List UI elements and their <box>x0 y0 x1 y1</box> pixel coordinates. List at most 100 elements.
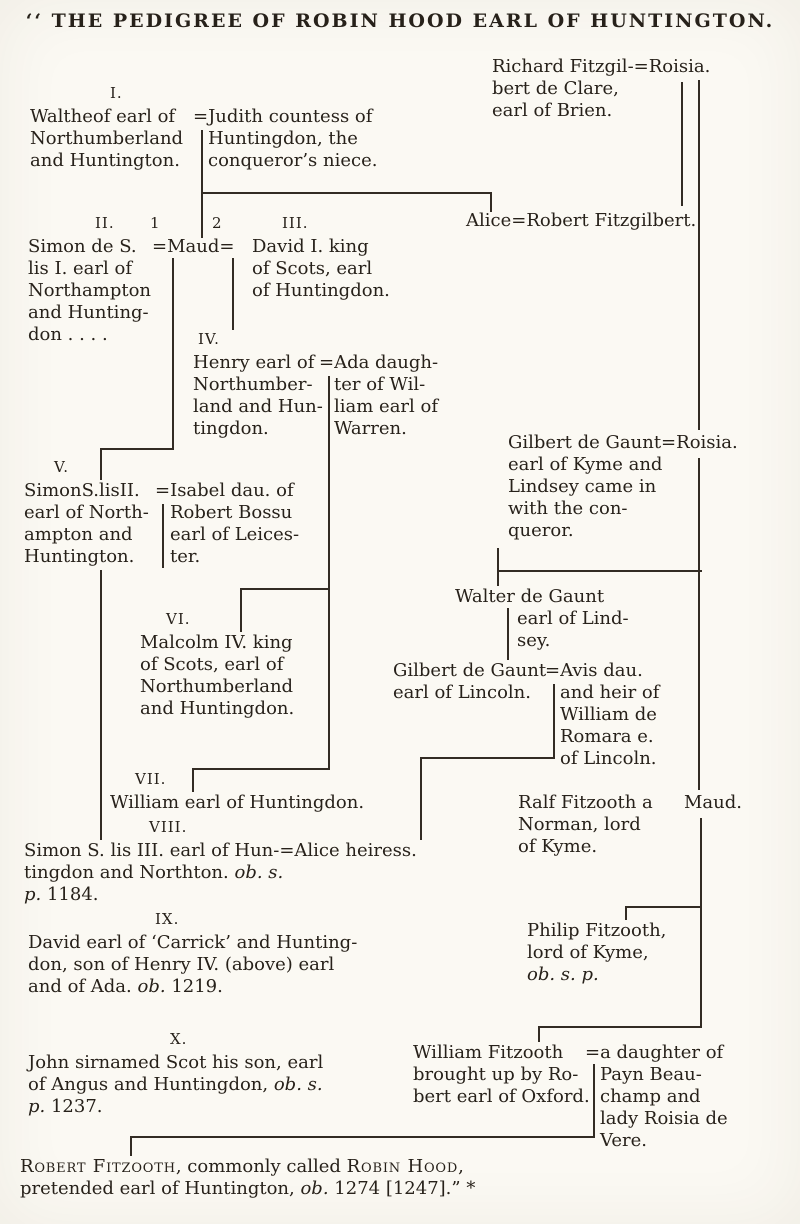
numeral-x: X. <box>170 1030 188 1048</box>
line-gaunt-descent-to-walter <box>497 548 499 586</box>
text-line: of Scots, earl <box>252 258 373 279</box>
text-line: ampton and <box>24 524 133 545</box>
text-line: bert de Clare, <box>492 78 619 99</box>
text-line: p. 1184. <box>24 884 417 906</box>
text-line: of Lincoln. <box>560 748 657 769</box>
text-line: earl of Lincoln. <box>393 682 531 703</box>
text-line: of Huntingdon. <box>252 280 390 301</box>
entry-daughter-of-payn-beauchamp: =a daughter of Payn Beau- champ and lady… <box>585 1042 728 1152</box>
entry-william-fitzooth: William Fitzooth brought up by Ro- bert … <box>413 1042 590 1108</box>
text-line: Alice=Robert Fitzgilbert. <box>466 210 697 231</box>
text-line: Warren. <box>334 418 407 439</box>
numeral-iii: III. <box>282 214 309 232</box>
text-line: ob. s. p. <box>527 964 599 985</box>
text-line: Henry earl of <box>193 352 315 373</box>
text-line: Romara e. <box>560 726 654 747</box>
text-line: don . . . . <box>28 324 108 345</box>
line-henry-ada-descent <box>328 376 330 768</box>
line-to-robert-hood-h <box>130 1136 595 1138</box>
line-maud-david-descent-to-henry <box>232 258 234 330</box>
text-line: champ and <box>600 1086 701 1107</box>
line-gaunt-branch-h <box>497 570 702 572</box>
entry-malcolm-iv: Malcolm IV. king of Scots, earl of North… <box>140 632 294 720</box>
line-gilbert-lincoln-descent <box>553 684 555 757</box>
text-line: and of Ada. ob. 1219. <box>28 976 357 998</box>
line-to-philip-h <box>625 906 702 908</box>
text-line: of Kyme. <box>518 836 598 857</box>
text-line: Gilbert de Gaunt=Roisia. <box>508 432 738 453</box>
text-line: Richard Fitzgil-=Roisia. <box>492 56 711 77</box>
numeral-marriage-1: 1 <box>150 214 161 232</box>
text-line: Northumberland <box>140 676 294 697</box>
text-line: Robert Fitzooth, commonly called Robin H… <box>20 1156 475 1178</box>
entry-john-scot: John sirnamed Scot his son, earl of Angu… <box>28 1052 323 1118</box>
italic-fragment: p. <box>28 1096 46 1117</box>
text-line: earl of Brien. <box>492 100 613 121</box>
line-roisia-to-maud <box>698 458 700 790</box>
text-fragment: , commonly called <box>175 1156 347 1177</box>
text-fragment: , <box>458 1156 464 1177</box>
text-line: Simon de S. <box>28 236 137 257</box>
text-line: Northumberland <box>30 128 184 149</box>
text-line: tingdon and Northton. ob. s. <box>24 862 417 884</box>
text-line: with the con- <box>508 498 628 519</box>
text-line: lord of Kyme, <box>527 942 649 963</box>
text-line: Huntington. <box>24 546 135 567</box>
entry-simon-st-liz-iii: Simon S. lis III. earl of Hun-=Alice hei… <box>24 840 417 906</box>
text-line: p. 1237. <box>28 1096 323 1118</box>
italic-fragment: ob. <box>137 976 166 997</box>
text-fragment: 1184. <box>41 884 99 905</box>
text-line: land and Hun- <box>193 396 323 417</box>
line-richardclare-descent <box>681 82 683 206</box>
line-branch-to-malcolm-h <box>240 588 330 590</box>
line-to-william-fitzooth-h <box>538 1026 702 1028</box>
entry-david-of-carrick: David earl of ‘Carrick’ and Hunting- don… <box>28 932 357 998</box>
text-line: =Judith countess of <box>193 106 373 127</box>
text-fragment: and of Ada. <box>28 976 138 997</box>
text-line: sey. <box>517 630 551 651</box>
text-line: ter. <box>170 546 201 567</box>
numeral-ii: II. <box>95 214 115 232</box>
entry-simon-st-liz-ii: SimonS.lisII. earl of North- ampton and … <box>24 480 149 568</box>
text-line: William Fitzooth <box>413 1042 564 1063</box>
text-line: and Hunting- <box>28 302 149 323</box>
text-line: Simon S. lis III. earl of Hun-=Alice hei… <box>24 840 417 861</box>
text-line: of Scots, earl of <box>140 654 284 675</box>
line-drop-to-alice <box>490 192 492 212</box>
text-line: ter of Wil- <box>334 374 426 395</box>
text-line: SimonS.lisII. <box>24 480 140 501</box>
text-line: Vere. <box>600 1130 647 1151</box>
line-to-william-fitzooth-v <box>538 1026 540 1042</box>
line-to-simon2-v <box>100 448 102 480</box>
line-branch-to-william-h <box>192 768 330 770</box>
numeral-vi: VI. <box>166 610 191 628</box>
line-to-robert-hood-v <box>130 1136 132 1156</box>
text-line: and heir of <box>560 682 660 703</box>
text-line: earl of North- <box>24 502 149 523</box>
text-line: Northampton <box>28 280 152 301</box>
page-title: ‘‘ THE PEDIGREE OF ROBIN HOOD EARL OF HU… <box>25 10 775 32</box>
italic-fragment: ob. s. <box>234 862 284 883</box>
smallcaps-fragment: Robin Hood <box>346 1156 459 1177</box>
line-to-simon2-h <box>100 448 174 450</box>
text-line: Philip Fitzooth, <box>527 920 667 941</box>
text-line: and Huntington. <box>30 150 180 171</box>
line-branch-to-william-v <box>192 768 194 792</box>
entry-henry-of-northumberland: Henry earl of Northumber- land and Hun- … <box>193 352 323 440</box>
line-waltheof-judith-descent <box>201 130 203 238</box>
line-simon1-descent <box>172 258 174 448</box>
entry-william-earl-of-huntingdon: William earl of Huntingdon. <box>110 792 364 814</box>
text-line: Waltheof earl of <box>30 106 176 127</box>
line-branch-to-alice <box>201 192 490 194</box>
text-line: liam earl of <box>334 396 439 417</box>
text-line: earl of Kyme and <box>508 454 663 475</box>
text-line: Lindsey came in <box>508 476 657 497</box>
text-fragment: 1237. <box>45 1096 103 1117</box>
text-line: tingdon. <box>193 418 269 439</box>
numeral-vii: VII. <box>135 770 167 788</box>
entry-maud-of-kyme: Maud. <box>684 792 742 814</box>
entry-ralf-fitzooth: Ralf Fitzooth a Norman, lord of Kyme. <box>518 792 653 858</box>
text-line: William de <box>560 704 657 725</box>
text-line: and Huntingdon. <box>140 698 295 719</box>
